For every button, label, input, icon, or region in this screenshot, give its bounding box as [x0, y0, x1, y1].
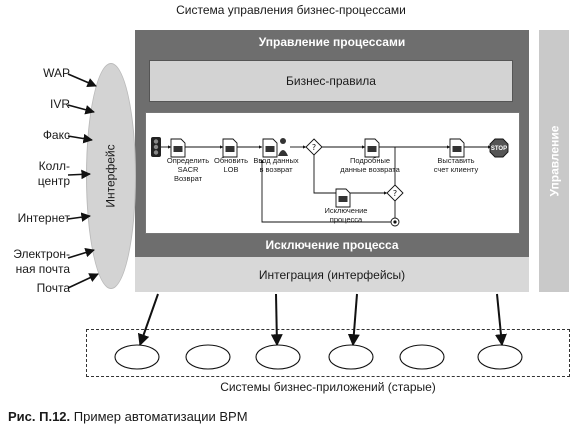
stop-sign-icon: STOP [489, 138, 509, 158]
integration-box: Интеграция (интерфейсы) [135, 257, 529, 292]
step-label-exception: Исключение процесса [324, 206, 368, 224]
channel-email: Электрон- ная почта [13, 247, 70, 276]
step-icon-enter-data [262, 138, 288, 158]
legacy-systems [114, 344, 523, 370]
legacy-system-5 [399, 344, 445, 370]
arrow-legacy-1 [137, 293, 159, 347]
channel-wap: WAP [43, 66, 70, 80]
decision-diamond-icon-2: ? [386, 184, 404, 202]
management-bar [539, 30, 569, 292]
arrow-fax [67, 133, 93, 144]
decision-diamond-icon: ? [305, 138, 323, 156]
arrow-ivr [67, 104, 95, 115]
end-node-icon [390, 217, 400, 227]
step-icon-return-details [364, 138, 380, 158]
svg-text:?: ? [312, 143, 316, 152]
step-icon-define-sacr [170, 138, 186, 158]
arrow-internet [67, 212, 91, 222]
step-label-define-sacr: Определить SACR Возврат [166, 156, 210, 183]
figure-caption: Рис. П.12. Пример автоматизации BPM [8, 409, 248, 424]
stop-sign-label: STOP [491, 146, 507, 152]
legacy-system-2 [185, 344, 231, 370]
diagram-title: Система управления бизнес-процессами [176, 3, 406, 17]
channel-fax: Факс [42, 128, 70, 142]
arrow-legacy-4 [347, 293, 360, 347]
svg-text:?: ? [393, 189, 397, 198]
process-flow-lines [161, 145, 492, 223]
arrow-legacy-3 [270, 293, 283, 347]
business-rules-label: Бизнес-правила [286, 74, 376, 88]
step-label-bill-client: Выставить счет клиенту [433, 156, 479, 174]
integration-arrows [137, 293, 507, 347]
legacy-systems-box [86, 329, 570, 377]
channel-arrows [67, 73, 99, 289]
legacy-system-1 [114, 344, 160, 370]
arrow-email [67, 247, 95, 259]
channel-mail: Почта [36, 281, 70, 295]
arrow-wap [67, 73, 97, 88]
arrow-mail [67, 273, 99, 289]
process-management-label: Управление процессами [258, 35, 406, 49]
caption-prefix: Рис. П.12. [8, 409, 71, 424]
business-rules-box: Бизнес-правила [149, 60, 513, 102]
step-label-return-details: Подробные данные возврата [340, 156, 400, 174]
channel-internet: Интернет [17, 211, 70, 225]
step-icon-exception [335, 188, 351, 208]
legacy-system-6 [477, 344, 523, 370]
step-icon-bill-client [449, 138, 465, 158]
legacy-systems-label: Системы бизнес-приложений (старые) [220, 380, 436, 394]
traffic-light-icon [151, 137, 161, 157]
step-label-update-lob: Обновить LOB [214, 156, 248, 174]
process-exception-label: Исключение процесса [265, 238, 399, 252]
integration-label: Интеграция (интерфейсы) [258, 267, 406, 282]
legacy-system-4 [328, 344, 374, 370]
channel-call-center: Колл- центр [37, 159, 70, 188]
caption-text: Пример автоматизации BPM [73, 409, 248, 424]
arrow-call-center [67, 169, 91, 180]
step-icon-update-lob [222, 138, 238, 158]
arrow-legacy-6 [494, 293, 507, 347]
process-flow-box [145, 112, 520, 234]
channel-ivr: IVR [49, 97, 70, 111]
legacy-system-3 [255, 344, 301, 370]
